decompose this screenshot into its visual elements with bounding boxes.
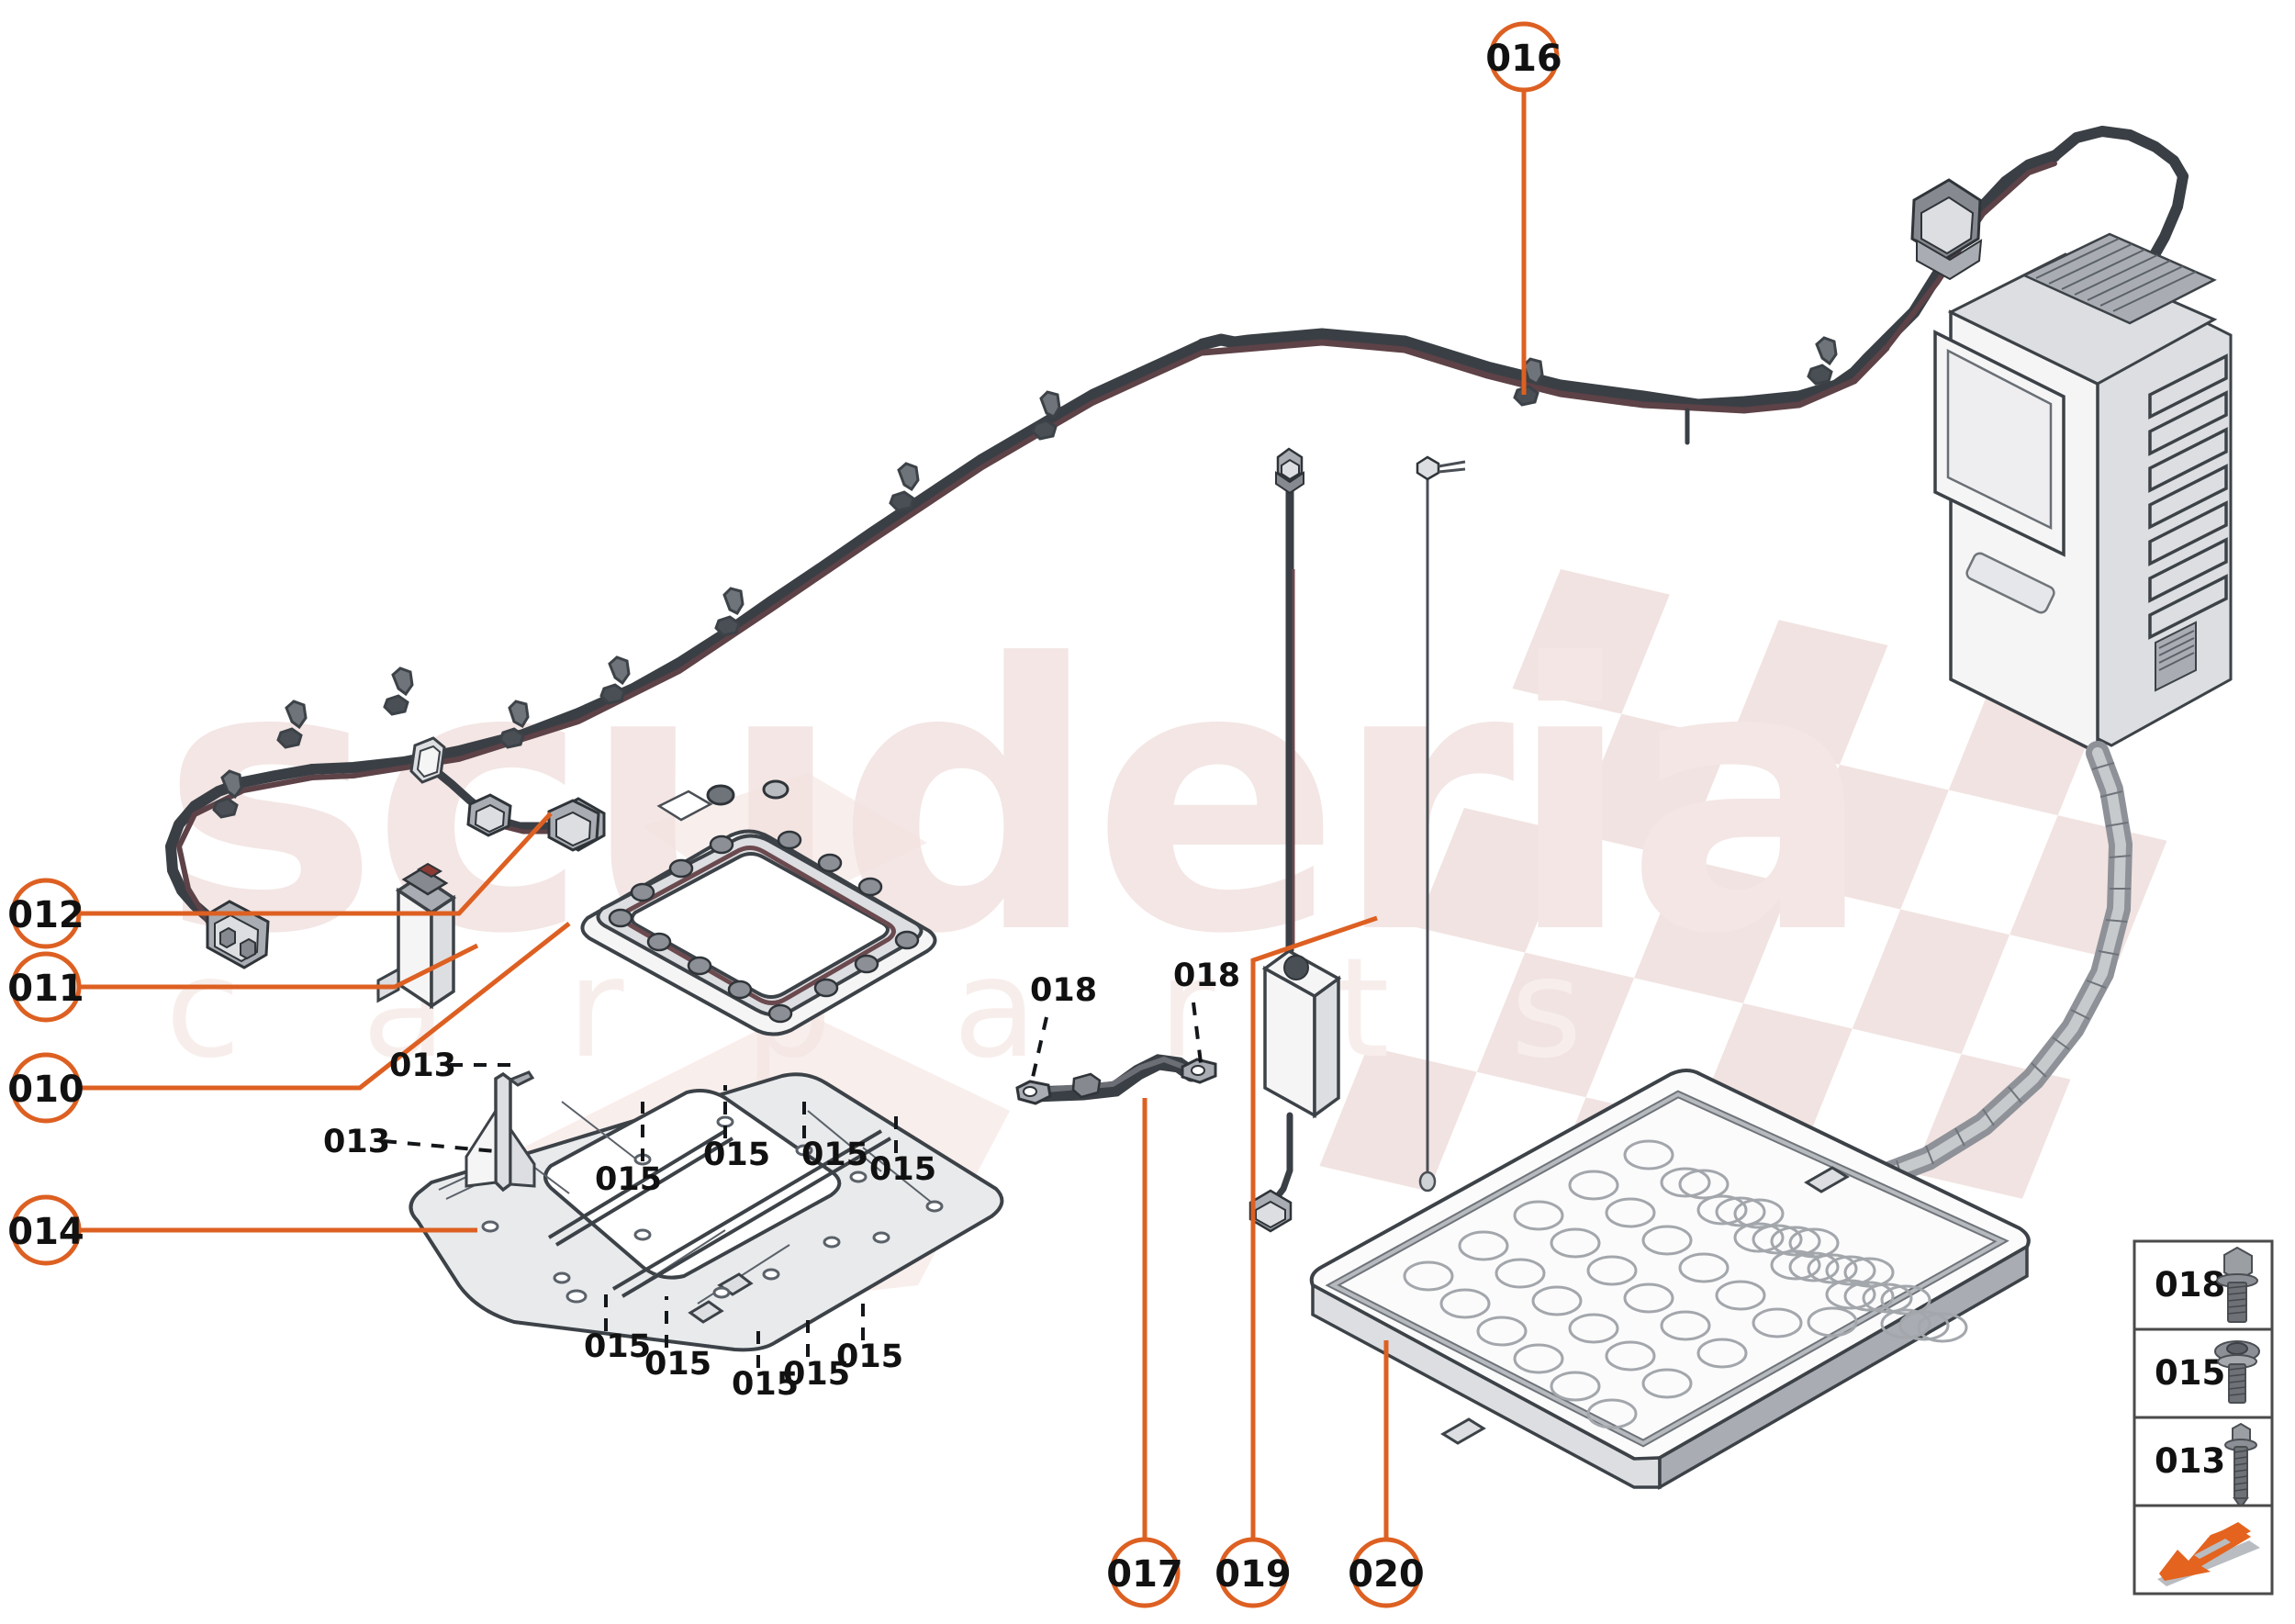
legend-row-013[interactable]: 013 — [2133, 1416, 2274, 1509]
callout-014-label: 014 — [7, 1211, 84, 1253]
callout-016-label: 016 — [1485, 38, 1562, 80]
legend-row-018[interactable]: 018 — [2133, 1239, 2274, 1331]
dleader-013b — [383, 1139, 497, 1153]
dashed-label-015f: 015 — [644, 1346, 711, 1383]
connector-lead-012 — [409, 736, 600, 852]
hex-flange-bolt-icon — [2216, 1246, 2258, 1323]
long-hex-bolt-icon — [2224, 1422, 2257, 1509]
charger-wallbox-unit — [1933, 232, 2233, 756]
dashed-label-015h: 015 — [783, 1356, 850, 1393]
legend-label-013: 013 — [2155, 1441, 2225, 1481]
torx-flange-screw-icon — [2214, 1340, 2260, 1404]
leader-011 — [79, 943, 479, 990]
callout-019-label: 019 — [1215, 1553, 1292, 1596]
legend-row-marker[interactable] — [2133, 1504, 2274, 1596]
lv-harness — [165, 655, 631, 969]
under-tray-shield-014 — [409, 1010, 1010, 1352]
dleader-018a — [1030, 1016, 1048, 1082]
dashed-label-018a: 018 — [1030, 972, 1097, 1009]
leader-019 — [1250, 915, 1378, 1540]
leader-010 — [79, 922, 571, 1091]
antenna-lead — [1416, 455, 1466, 1193]
hv-connector-plug — [1910, 178, 1983, 281]
dashed-label-015a: 015 — [595, 1161, 662, 1198]
callout-011-label: 011 — [7, 968, 84, 1010]
dashed-label-013b: 013 — [323, 1124, 390, 1160]
callout-020[interactable]: 020 — [1348, 1537, 1425, 1608]
callout-019[interactable]: 019 — [1215, 1537, 1292, 1608]
dashed-label-015d: 015 — [869, 1151, 936, 1188]
dashed-label-015e: 015 — [584, 1328, 651, 1365]
control-module-011 — [376, 862, 457, 1010]
dleader-018b — [1192, 1002, 1203, 1064]
callout-020-label: 020 — [1348, 1553, 1425, 1596]
dashed-label-015g: 015 — [732, 1366, 799, 1403]
legend-label-015: 015 — [2155, 1353, 2225, 1393]
battery-cover-plate-020 — [1309, 1069, 2031, 1491]
callout-017-label: 017 — [1106, 1553, 1183, 1596]
sensor-module-019 — [1248, 447, 1342, 1233]
callout-011[interactable]: 011 — [7, 951, 84, 1023]
dashed-label-013a: 013 — [389, 1047, 456, 1084]
callout-017[interactable]: 017 — [1106, 1537, 1183, 1608]
lv-harness-connector — [206, 900, 270, 969]
dashed-label-015c: 015 — [801, 1137, 868, 1173]
callout-012-label: 012 — [7, 894, 84, 936]
dashed-label-018b: 018 — [1173, 958, 1240, 994]
legend-row-015[interactable]: 015 — [2133, 1327, 2274, 1419]
callout-016[interactable]: 016 — [1485, 21, 1562, 93]
callout-014[interactable]: 014 — [7, 1194, 84, 1266]
legend-label-018: 018 — [2155, 1265, 2225, 1305]
orange-arrow-marker-icon — [2157, 1522, 2260, 1586]
callout-010[interactable]: 010 — [7, 1052, 84, 1124]
dashed-label-015b: 015 — [703, 1137, 770, 1173]
ground-strap-017 — [1015, 1054, 1217, 1105]
dashed-label-015i: 015 — [836, 1338, 903, 1375]
callout-010-label: 010 — [7, 1069, 84, 1111]
leader-012 — [79, 812, 553, 916]
hv-cable-harness-016 — [307, 126, 2189, 780]
callout-012[interactable]: 012 — [7, 878, 84, 949]
